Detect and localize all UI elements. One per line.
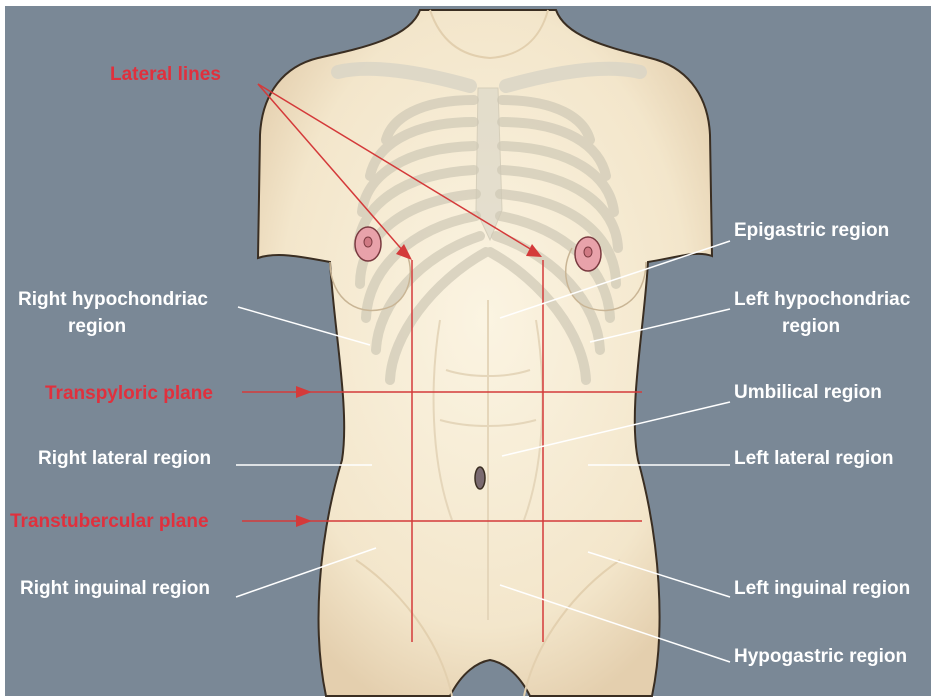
left-hypochondriac-label-line1: Left hypochondriac: [734, 289, 911, 310]
right-nipple: [364, 237, 372, 247]
transpyloric-plane-label: Transpyloric plane: [45, 383, 213, 404]
left-inguinal-region-label: Left inguinal region: [734, 578, 910, 599]
left-lateral-region-label: Left lateral region: [734, 448, 893, 469]
right-inguinal-region-label: Right inguinal region: [20, 578, 210, 599]
umbilicus: [475, 467, 485, 489]
left-nipple: [584, 247, 592, 257]
left-hypochondriac-label-line2: region: [782, 316, 840, 337]
lateral-lines-label: Lateral lines: [110, 64, 221, 85]
right-lateral-region-label: Right lateral region: [38, 448, 211, 469]
hypogastric-region-label: Hypogastric region: [734, 646, 907, 667]
right-hypochondriac-label-line2: region: [68, 316, 126, 337]
transtubercular-plane-label: Transtubercular plane: [10, 511, 209, 532]
umbilical-region-label: Umbilical region: [734, 382, 882, 403]
epigastric-region-label: Epigastric region: [734, 220, 889, 241]
right-hypochondriac-label-line1: Right hypochondriac: [18, 289, 208, 310]
